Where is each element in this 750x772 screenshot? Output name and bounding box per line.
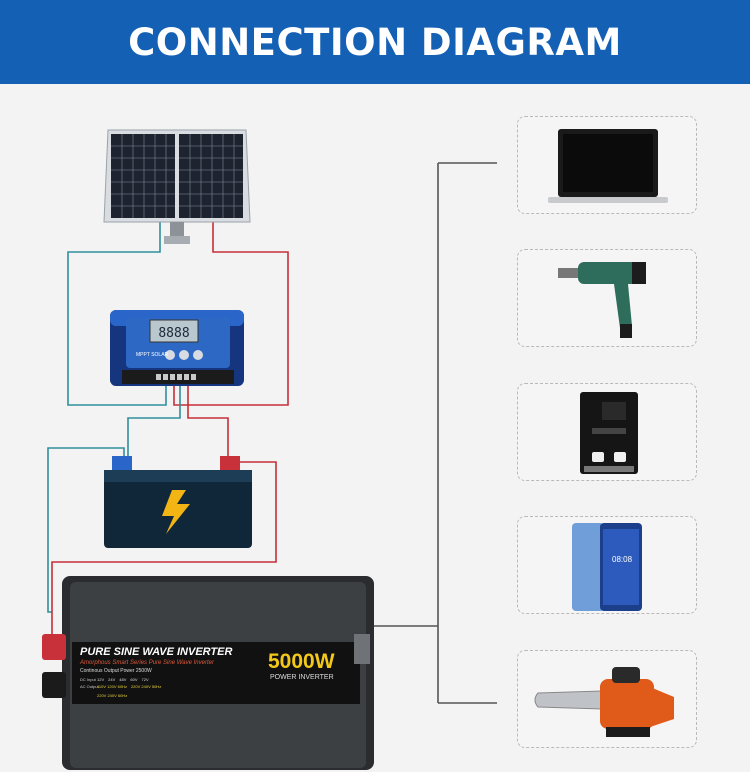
controller-display: 8888 [158,326,189,341]
ac-option: 220V 240V 50Hz [130,684,162,689]
phone-screen-time: 08:08 [612,555,633,564]
laptop-icon [548,129,668,203]
inverter-title: PURE SINE WAVE INVERTER [80,646,233,658]
inverter-icon [42,576,374,770]
page-title: CONNECTION DIAGRAM [128,20,622,64]
battery-icon [104,456,252,548]
dc-option: 24V [108,677,116,682]
ac-option: 220V 240V 60Hz [97,693,128,698]
inverter-positive-wire [51,461,277,640]
inverter-negative-wire [47,447,125,613]
chainsaw-icon [534,667,674,737]
ac-options: 110V 120V 60Hz 220V 240V 50Hz 220V 240V … [97,684,187,698]
solar-positive-wire [173,222,289,406]
inverter-power-rating: 5000W [268,650,335,673]
ac-option: 110V 120V 60Hz [97,684,127,689]
controller-brand: MPPT SOLAR [136,352,169,358]
dc-options: 12V 24V 48V 60V 72V [97,677,149,682]
header-banner: CONNECTION DIAGRAM [0,0,750,84]
inverter-subtitle: Amorphous Smart Series Pure Sine Wave In… [80,660,214,666]
dc-input-label: DC Input [80,677,96,682]
dc-option: 48V [119,677,127,682]
solar-panel-icon [103,129,251,244]
load-phone: 08:08 [517,516,697,614]
inverter-continuous-power: Continous Output Power 2500W [80,668,152,674]
dc-option: 12V [97,677,105,682]
dc-option: 72V [141,677,149,682]
battery-positive-wire [187,382,229,462]
drill-icon [558,262,646,338]
load-coffee-machine [517,383,697,481]
battery-negative-wire [127,382,181,462]
load-chainsaw [517,650,697,748]
dc-option: 60V [130,677,138,682]
coffee-machine-icon [580,392,638,474]
charge-controller-icon [110,310,244,386]
load-laptop [517,116,697,214]
solar-negative-wire [67,222,167,406]
load-drill [517,249,697,347]
ac-output-label: AC Output [80,684,99,689]
inverter-power-label: POWER INVERTER [270,674,334,681]
phone-icon [572,523,642,611]
